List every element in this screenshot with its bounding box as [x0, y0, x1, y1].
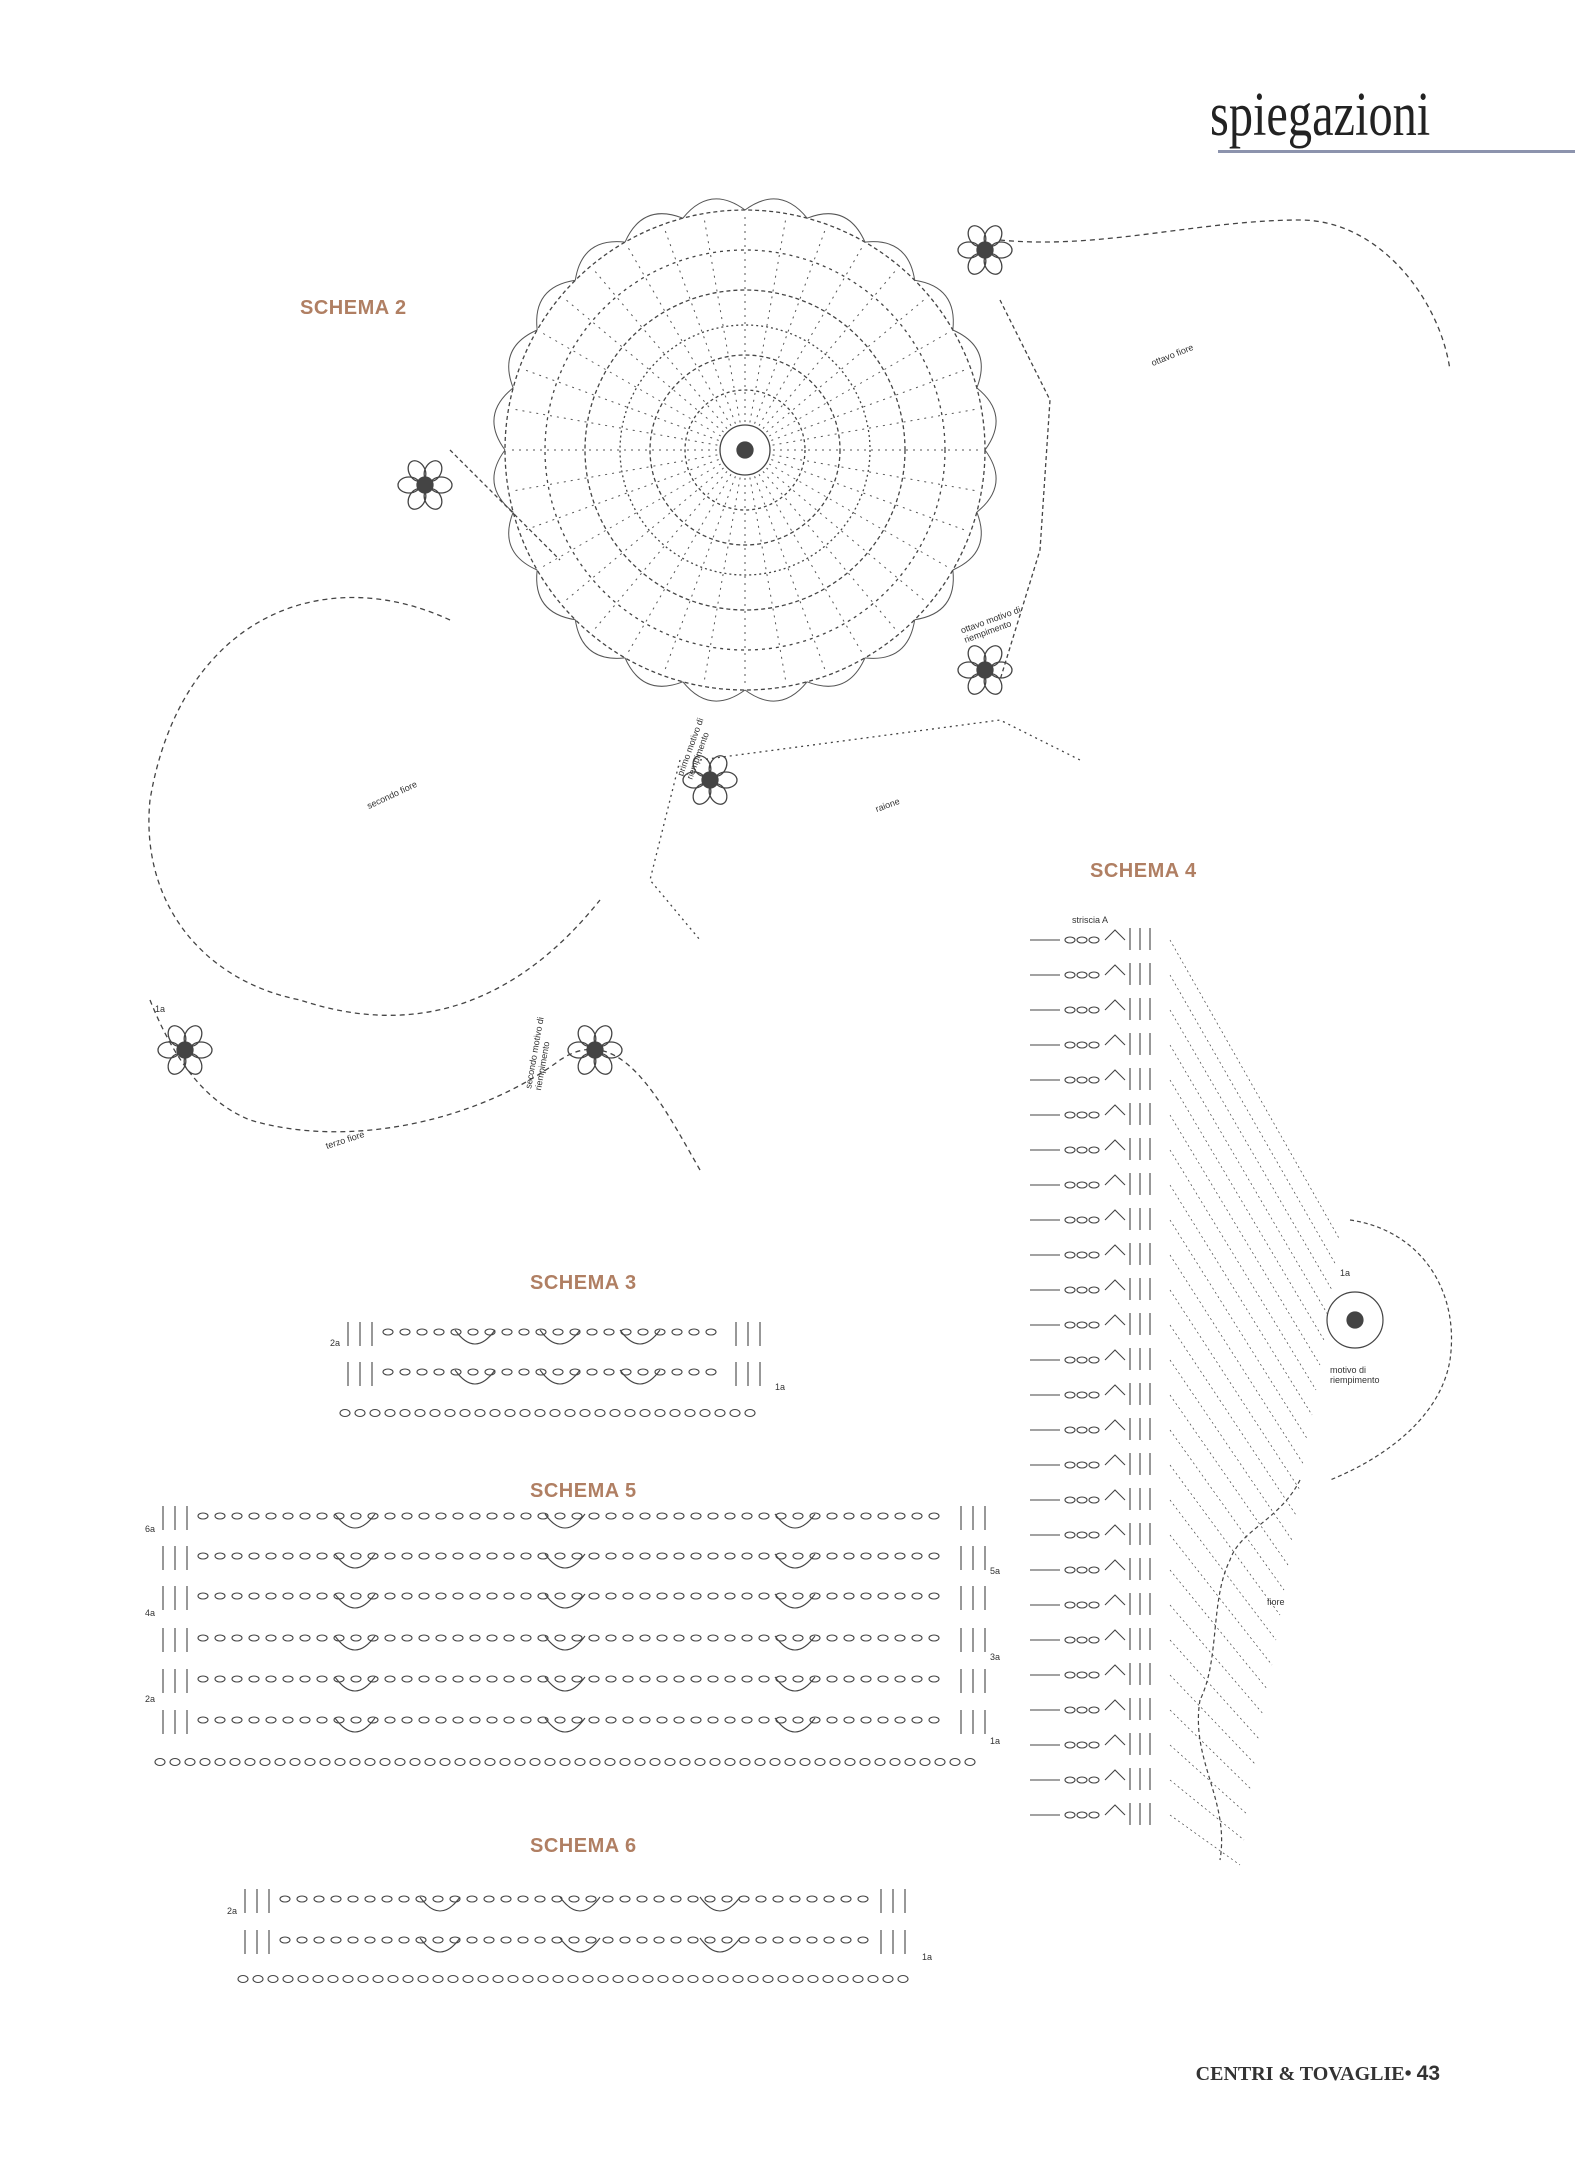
- schema5-row-6a: 6a: [145, 1524, 156, 1534]
- label-motivo: motivo di riempimento: [1330, 1365, 1380, 1385]
- schema3-row-1a: 1a: [775, 1382, 786, 1392]
- header-rule: [1218, 150, 1575, 153]
- schema5-row-5a: 5a: [990, 1566, 1001, 1576]
- label-schema4-1a: 1a: [1340, 1268, 1351, 1278]
- schema6-row-1a: 1a: [922, 1952, 933, 1962]
- schema3-row-2a: 2a: [330, 1338, 341, 1348]
- magazine-name: CENTRI & TOVAGLIE: [1195, 2063, 1405, 2085]
- schema6-row-2a: 2a: [227, 1906, 238, 1916]
- footer-bullet: •: [1404, 2063, 1412, 2085]
- schema5-row-3a: 3a: [990, 1652, 1001, 1662]
- schema2-title: SCHEMA 2: [300, 297, 407, 319]
- schema4-strip: [1030, 928, 1341, 1866]
- schema2-lower-arc: [149, 999, 701, 1171]
- label-fiore: fiore: [1267, 1597, 1285, 1607]
- schema2-connector: [699, 719, 1081, 761]
- schema6-title: SCHEMA 6: [530, 1835, 637, 1857]
- schema5-row-2a: 2a: [145, 1694, 156, 1704]
- label-schema2-1a: 1a: [155, 1004, 166, 1014]
- schema-rows: [154, 1322, 986, 1984]
- schema4-title: SCHEMA 4: [1090, 860, 1197, 882]
- schema3-title: SCHEMA 3: [530, 1272, 637, 1294]
- schema2-left-arc: [148, 597, 601, 1016]
- schema5-title: SCHEMA 5: [530, 1480, 637, 1502]
- schema5-row-1a: 1a: [990, 1736, 1001, 1746]
- schema2-flowers: [157, 225, 1013, 1075]
- schema2-right-arc: [999, 219, 1451, 371]
- schema5-row-4a: 4a: [145, 1608, 156, 1618]
- label-striscia: striscia A: [1072, 915, 1109, 925]
- page-footer: CENTRI & TOVAGLIE• 43: [1196, 2062, 1440, 2086]
- page-section-title: spiegazioni: [1210, 81, 1431, 149]
- schema4-flower-edge: [1197, 1219, 1452, 1861]
- page-number: 43: [1416, 2062, 1440, 2085]
